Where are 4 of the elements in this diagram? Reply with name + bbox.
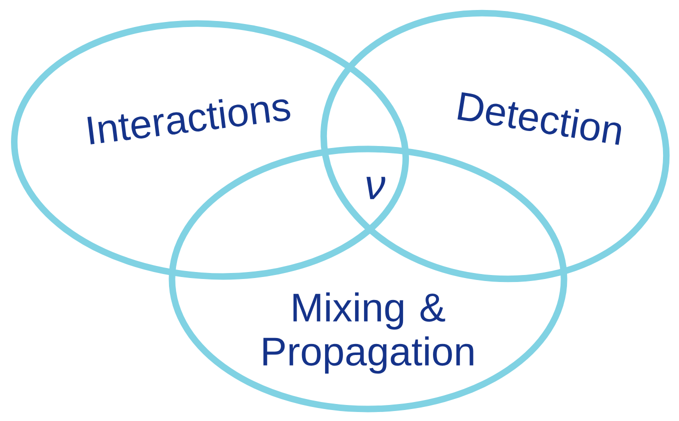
ellipse-label: Detection xyxy=(458,92,622,145)
ellipse-label: Mixing & Propagation xyxy=(263,292,474,374)
symbol-label: ν xyxy=(366,176,386,200)
ellipse-label: Interactions xyxy=(87,99,290,144)
